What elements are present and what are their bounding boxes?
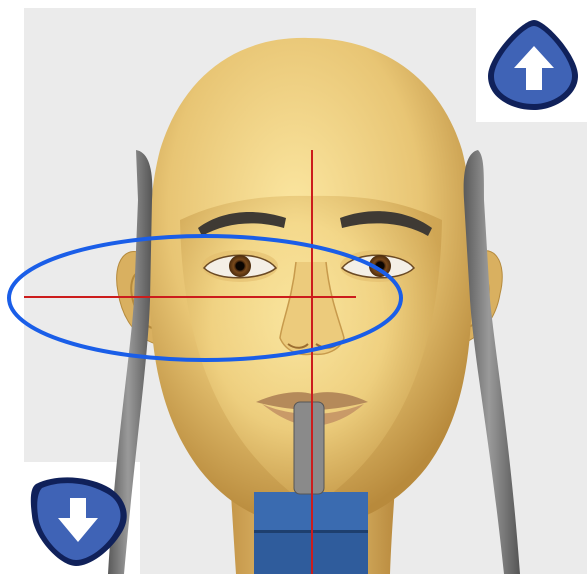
left-pupil bbox=[236, 262, 245, 271]
move-down-button[interactable] bbox=[26, 466, 132, 570]
bite-stick bbox=[294, 402, 324, 494]
right-head-holder-rod bbox=[464, 150, 520, 574]
move-up-button[interactable] bbox=[484, 16, 582, 114]
